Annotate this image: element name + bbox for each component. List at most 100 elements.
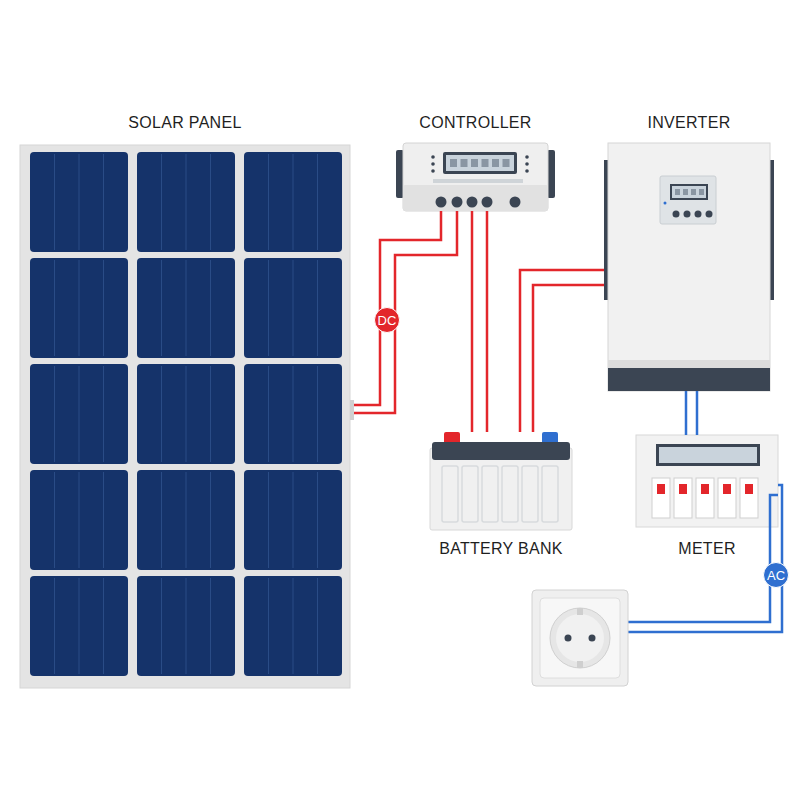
breaker-toggle — [657, 484, 665, 494]
cell-line — [161, 472, 162, 568]
cell-line — [54, 260, 55, 356]
wall-socket — [532, 590, 628, 686]
wire — [685, 391, 688, 435]
cell-line — [210, 154, 211, 250]
breaker — [740, 478, 758, 518]
breaker — [718, 478, 736, 518]
cell-line — [54, 154, 55, 250]
breaker — [674, 478, 692, 518]
solar-cell — [137, 364, 235, 464]
battery-bank: BATTERY BANK — [426, 432, 576, 560]
cell-line — [161, 260, 162, 356]
component-label: INVERTER — [604, 112, 774, 134]
cell-line — [210, 260, 211, 356]
cell-line — [293, 260, 294, 356]
cell-line — [293, 472, 294, 568]
wire — [696, 391, 699, 435]
battery-cell — [442, 466, 458, 522]
inverter-drawing — [684, 211, 691, 218]
cell-line — [79, 472, 80, 568]
ac-wire — [628, 485, 782, 632]
wire-connector — [686, 391, 697, 435]
current-badge: DC — [374, 307, 400, 333]
meter-drawing — [659, 447, 757, 463]
wall-socket — [532, 590, 628, 686]
inverter-drawing — [664, 202, 667, 205]
component-label: METER — [632, 538, 782, 560]
cell-line — [186, 260, 187, 356]
cell-line — [293, 154, 294, 250]
solar-cell — [244, 258, 342, 358]
controller-drawing — [525, 155, 529, 159]
controller-drawing — [436, 197, 521, 208]
controller-drawing — [446, 155, 514, 171]
solar-panel-drawing — [20, 145, 354, 688]
battery-drawing — [432, 442, 570, 460]
solar-cell — [30, 576, 128, 676]
wall-socket — [550, 608, 610, 668]
controller-drawing — [431, 155, 435, 159]
controller-drawing — [525, 162, 529, 166]
cell-line — [186, 154, 187, 250]
inverter-drawing — [608, 143, 770, 391]
cell-line — [268, 578, 269, 674]
controller-drawing — [482, 197, 493, 208]
breakers — [652, 478, 758, 518]
solar-cells — [30, 152, 342, 676]
segment — [699, 189, 704, 195]
solar-cell — [137, 152, 235, 252]
wall-socket — [577, 661, 583, 668]
cell-line — [210, 366, 211, 462]
battery-cell — [482, 466, 498, 522]
solar-cell — [244, 470, 342, 570]
cell-line — [103, 578, 104, 674]
controller-drawing — [452, 197, 463, 208]
cell-line — [54, 578, 55, 674]
controller-drawing — [403, 143, 548, 211]
segment — [691, 189, 696, 195]
wall-socket — [589, 635, 596, 642]
segment — [683, 189, 688, 195]
wire — [520, 270, 604, 432]
component-label: SOLAR PANEL — [16, 112, 354, 134]
breaker-toggle — [679, 484, 687, 494]
breaker-toggle — [701, 484, 709, 494]
wire-connector — [354, 211, 457, 413]
battery-cell — [522, 466, 538, 522]
battery-cells — [442, 466, 558, 522]
cell-line — [186, 578, 187, 674]
cell-line — [317, 578, 318, 674]
cell-line — [317, 260, 318, 356]
inverter-drawing — [660, 176, 716, 224]
cell-line — [293, 578, 294, 674]
wire — [354, 211, 441, 405]
breaker-toggle — [745, 484, 753, 494]
wall-socket — [577, 608, 583, 615]
cell-line — [54, 366, 55, 462]
meter-drawing — [656, 444, 760, 466]
segment — [503, 159, 510, 167]
solar-cell — [137, 470, 235, 570]
component-label: BATTERY BANK — [426, 538, 576, 560]
breaker-toggle — [723, 484, 731, 494]
cell-line — [317, 366, 318, 462]
wire-connector — [520, 270, 604, 432]
controller-drawing — [396, 143, 555, 211]
segment — [450, 159, 457, 167]
meter-drawing — [636, 435, 778, 527]
battery-cell — [502, 466, 518, 522]
wall-socket — [556, 614, 604, 662]
battery-cell — [542, 466, 558, 522]
cell-line — [103, 154, 104, 250]
cell-line — [186, 366, 187, 462]
inverter-drawing — [673, 211, 713, 218]
cell-line — [317, 472, 318, 568]
wall-socket — [565, 635, 572, 642]
cell-line — [317, 154, 318, 250]
display-segments — [675, 189, 704, 195]
inverter: INVERTER — [604, 112, 774, 391]
controller-drawing — [403, 185, 548, 211]
cell-line — [293, 366, 294, 462]
inverter-drawing — [604, 143, 774, 391]
